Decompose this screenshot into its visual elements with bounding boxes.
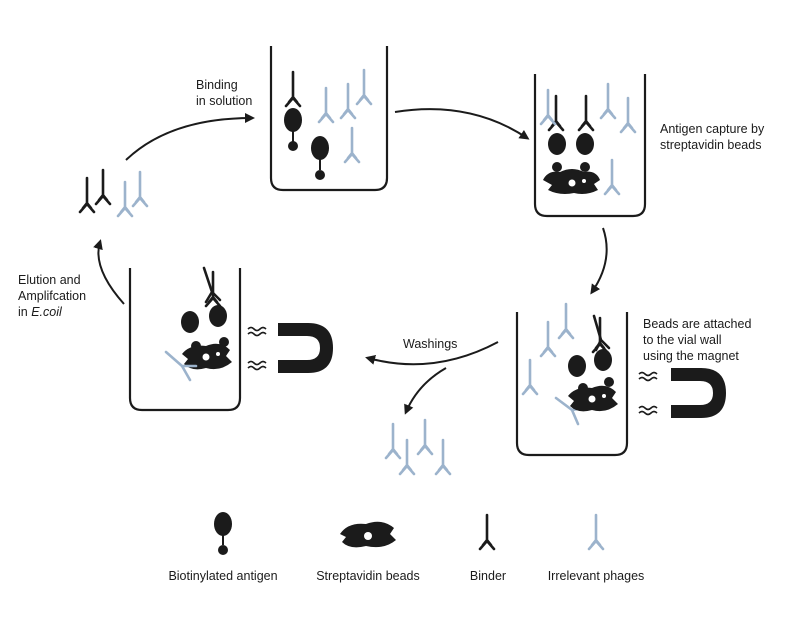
antigen-icon bbox=[311, 136, 329, 180]
bead-icon bbox=[568, 385, 618, 412]
bead-icon bbox=[182, 343, 232, 370]
label-attach-line3: using the magnet bbox=[643, 349, 739, 363]
phage-icon bbox=[416, 418, 434, 456]
phage-icon bbox=[339, 82, 357, 120]
vial-binding bbox=[269, 46, 389, 192]
label-capture-line2: streptavidin beads bbox=[660, 138, 762, 152]
antigen-icon bbox=[181, 311, 201, 351]
label-binding-line2: in solution bbox=[196, 94, 253, 108]
magnet-icon bbox=[638, 368, 726, 418]
legend-phage-icon bbox=[587, 513, 605, 551]
arrow-to-capture bbox=[394, 108, 530, 140]
label-capture-line1: Antigen capture by bbox=[660, 122, 765, 136]
label-capture: Antigen capture by streptavidin beads bbox=[660, 121, 764, 153]
vial-capture bbox=[533, 74, 647, 218]
binder-icon bbox=[78, 176, 96, 214]
binder-icon bbox=[94, 168, 112, 206]
legend-label-binder: Binder bbox=[469, 569, 507, 583]
label-elution-organism: E.coil bbox=[31, 305, 62, 319]
label-elution-line2: Amplifcation bbox=[18, 289, 87, 303]
phage-icon bbox=[619, 96, 637, 134]
phage-icon bbox=[317, 86, 335, 124]
legend-bead-icon bbox=[340, 521, 396, 548]
label-elution-line1: Elution and bbox=[18, 273, 81, 287]
binder-icon bbox=[284, 70, 302, 108]
antigen-icon bbox=[568, 355, 588, 393]
arrow-to-eluted bbox=[93, 239, 125, 305]
phage-icon bbox=[355, 68, 373, 106]
antigen-icon bbox=[548, 133, 566, 172]
label-elution-line3: in E.coil bbox=[18, 304, 86, 320]
phage-icon bbox=[521, 358, 539, 396]
phage-icon bbox=[164, 350, 198, 382]
vial-magnet bbox=[515, 302, 726, 457]
antigen-icon bbox=[209, 305, 229, 347]
phage-icon bbox=[603, 158, 621, 196]
legend-label-phages: Irrelevant phages bbox=[547, 569, 645, 583]
binder-icon bbox=[547, 94, 565, 132]
vial-elution bbox=[128, 266, 333, 412]
magnet-icon bbox=[247, 323, 333, 373]
phage-icon bbox=[539, 88, 557, 126]
label-elution-prefix: in bbox=[18, 305, 32, 319]
phage-icon bbox=[539, 320, 557, 358]
phage-icon bbox=[343, 126, 361, 164]
phage-icon bbox=[599, 82, 617, 120]
label-washings: Washings bbox=[403, 337, 458, 351]
washed-phages bbox=[384, 418, 452, 476]
antigen-icon bbox=[576, 133, 594, 172]
phage-icon bbox=[116, 180, 134, 218]
legend-label-beads: Streptavidin beads bbox=[316, 569, 420, 583]
phage-icon bbox=[398, 438, 416, 476]
arrow-to-magnet bbox=[590, 227, 608, 295]
label-attach-line2: to the vial wall bbox=[643, 333, 722, 347]
phage-icon bbox=[384, 422, 402, 460]
legend-label-antigen: Biotinylated antigen bbox=[168, 569, 278, 583]
arrow-to-elution bbox=[365, 341, 499, 366]
binder-icon bbox=[577, 94, 595, 132]
label-attach: Beads are attached to the vial wall usin… bbox=[643, 316, 751, 364]
label-binding-line1: Binding bbox=[196, 78, 238, 92]
arrow-to-binding bbox=[125, 113, 255, 161]
legend-binder-icon bbox=[478, 513, 496, 551]
label-elution: Elution and Amplifcation in E.coil bbox=[18, 272, 86, 320]
legend-antigen-icon bbox=[214, 512, 232, 555]
phage-icon bbox=[131, 170, 149, 208]
antigen-icon bbox=[594, 349, 614, 387]
bead-icon bbox=[543, 169, 600, 194]
phage-icon bbox=[557, 302, 575, 340]
antigen-icon bbox=[284, 108, 302, 151]
phage-icon bbox=[434, 438, 452, 476]
eluted-phages bbox=[78, 168, 149, 218]
label-binding: Binding in solution bbox=[196, 77, 252, 109]
arrow-washings bbox=[404, 367, 447, 415]
label-attach-line1: Beads are attached bbox=[643, 317, 752, 331]
